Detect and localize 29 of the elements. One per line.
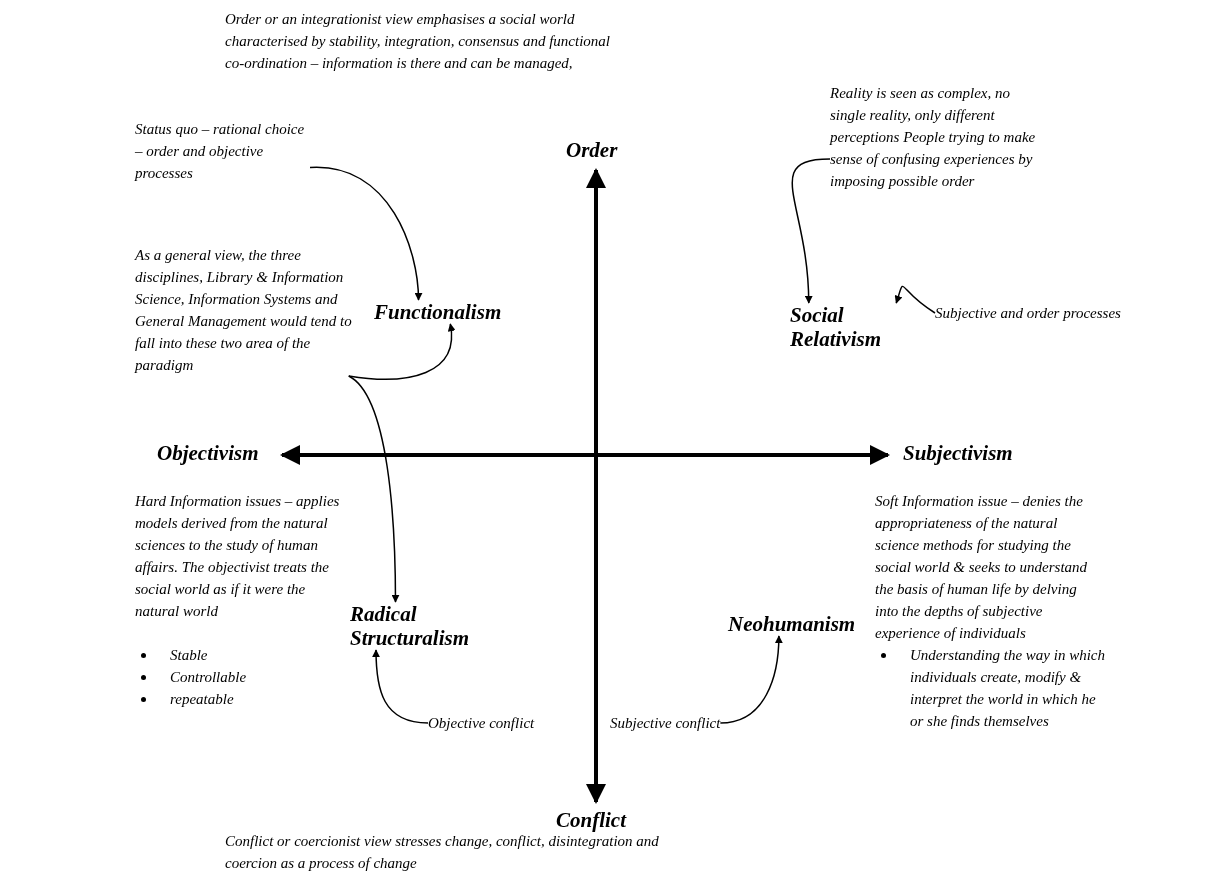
quadrant-label: Radical Structuralism — [350, 602, 480, 650]
curved-arrow — [719, 635, 783, 724]
curved-arrow — [309, 166, 423, 301]
annotation-text: Hard Information issues – applies models derived from the natural sciences to the study of human affairs. The objectivist treats the social world as if it were the natural world — [135, 492, 340, 621]
axis-label: Conflict — [556, 808, 626, 832]
axis-label: Objectivism — [157, 441, 259, 465]
annotation-text: Status quo – rational choice – order and objective processes — [135, 118, 310, 184]
quadrant-label: Functionalism — [374, 300, 502, 324]
bullet-item: Stable — [135, 644, 315, 666]
annotation-text: Subjective conflict — [610, 712, 721, 734]
curved-arrow — [348, 323, 456, 380]
annotation-text: Reality is seen as complex, no single reality, only different perceptions People trying to make sense of confusing experiences by imposing possible order — [830, 82, 1045, 192]
axis-label: Subjectivism — [903, 441, 1013, 465]
quadrant-label: Social Relativism — [790, 303, 915, 351]
curved-arrow — [348, 375, 400, 603]
annotation-text: Order or an integrationist view emphasises a social world characterised by stability, integration, consensus and functional co-ordination – information is there and can be managed, — [225, 10, 611, 73]
annotation-text: Conflict or coercionist view stresses change, conflict, disintegration and coercion as a process of change — [225, 832, 660, 873]
curved-arrow — [894, 285, 936, 314]
annotation-text: Soft Information issue – denies the appropriateness of the natural science methods for studying the social world & seeks to understand the basis of human life by delving into the depths of subjective experience of individuals — [875, 492, 1089, 643]
annotation-text: As a general view, the three disciplines, Library & Information Science, Information Systems and General Management would tend to fall into these two area of the paradigm — [135, 244, 360, 376]
annotation-text: Subjective and order processes — [935, 302, 1121, 324]
bullet-item: repeatable — [135, 688, 315, 710]
annotation-text: Objective conflict — [428, 712, 535, 734]
bullet-item: Controllable — [135, 666, 315, 688]
quadrant-label: Neohumanism — [728, 612, 856, 636]
axis-label: Order — [566, 138, 618, 162]
curved-arrow — [791, 158, 831, 304]
curved-arrow — [372, 649, 429, 724]
bullet-item: Understanding the way in which individuals create, modify & interpret the world in which he or she finds themselves — [875, 644, 1110, 732]
